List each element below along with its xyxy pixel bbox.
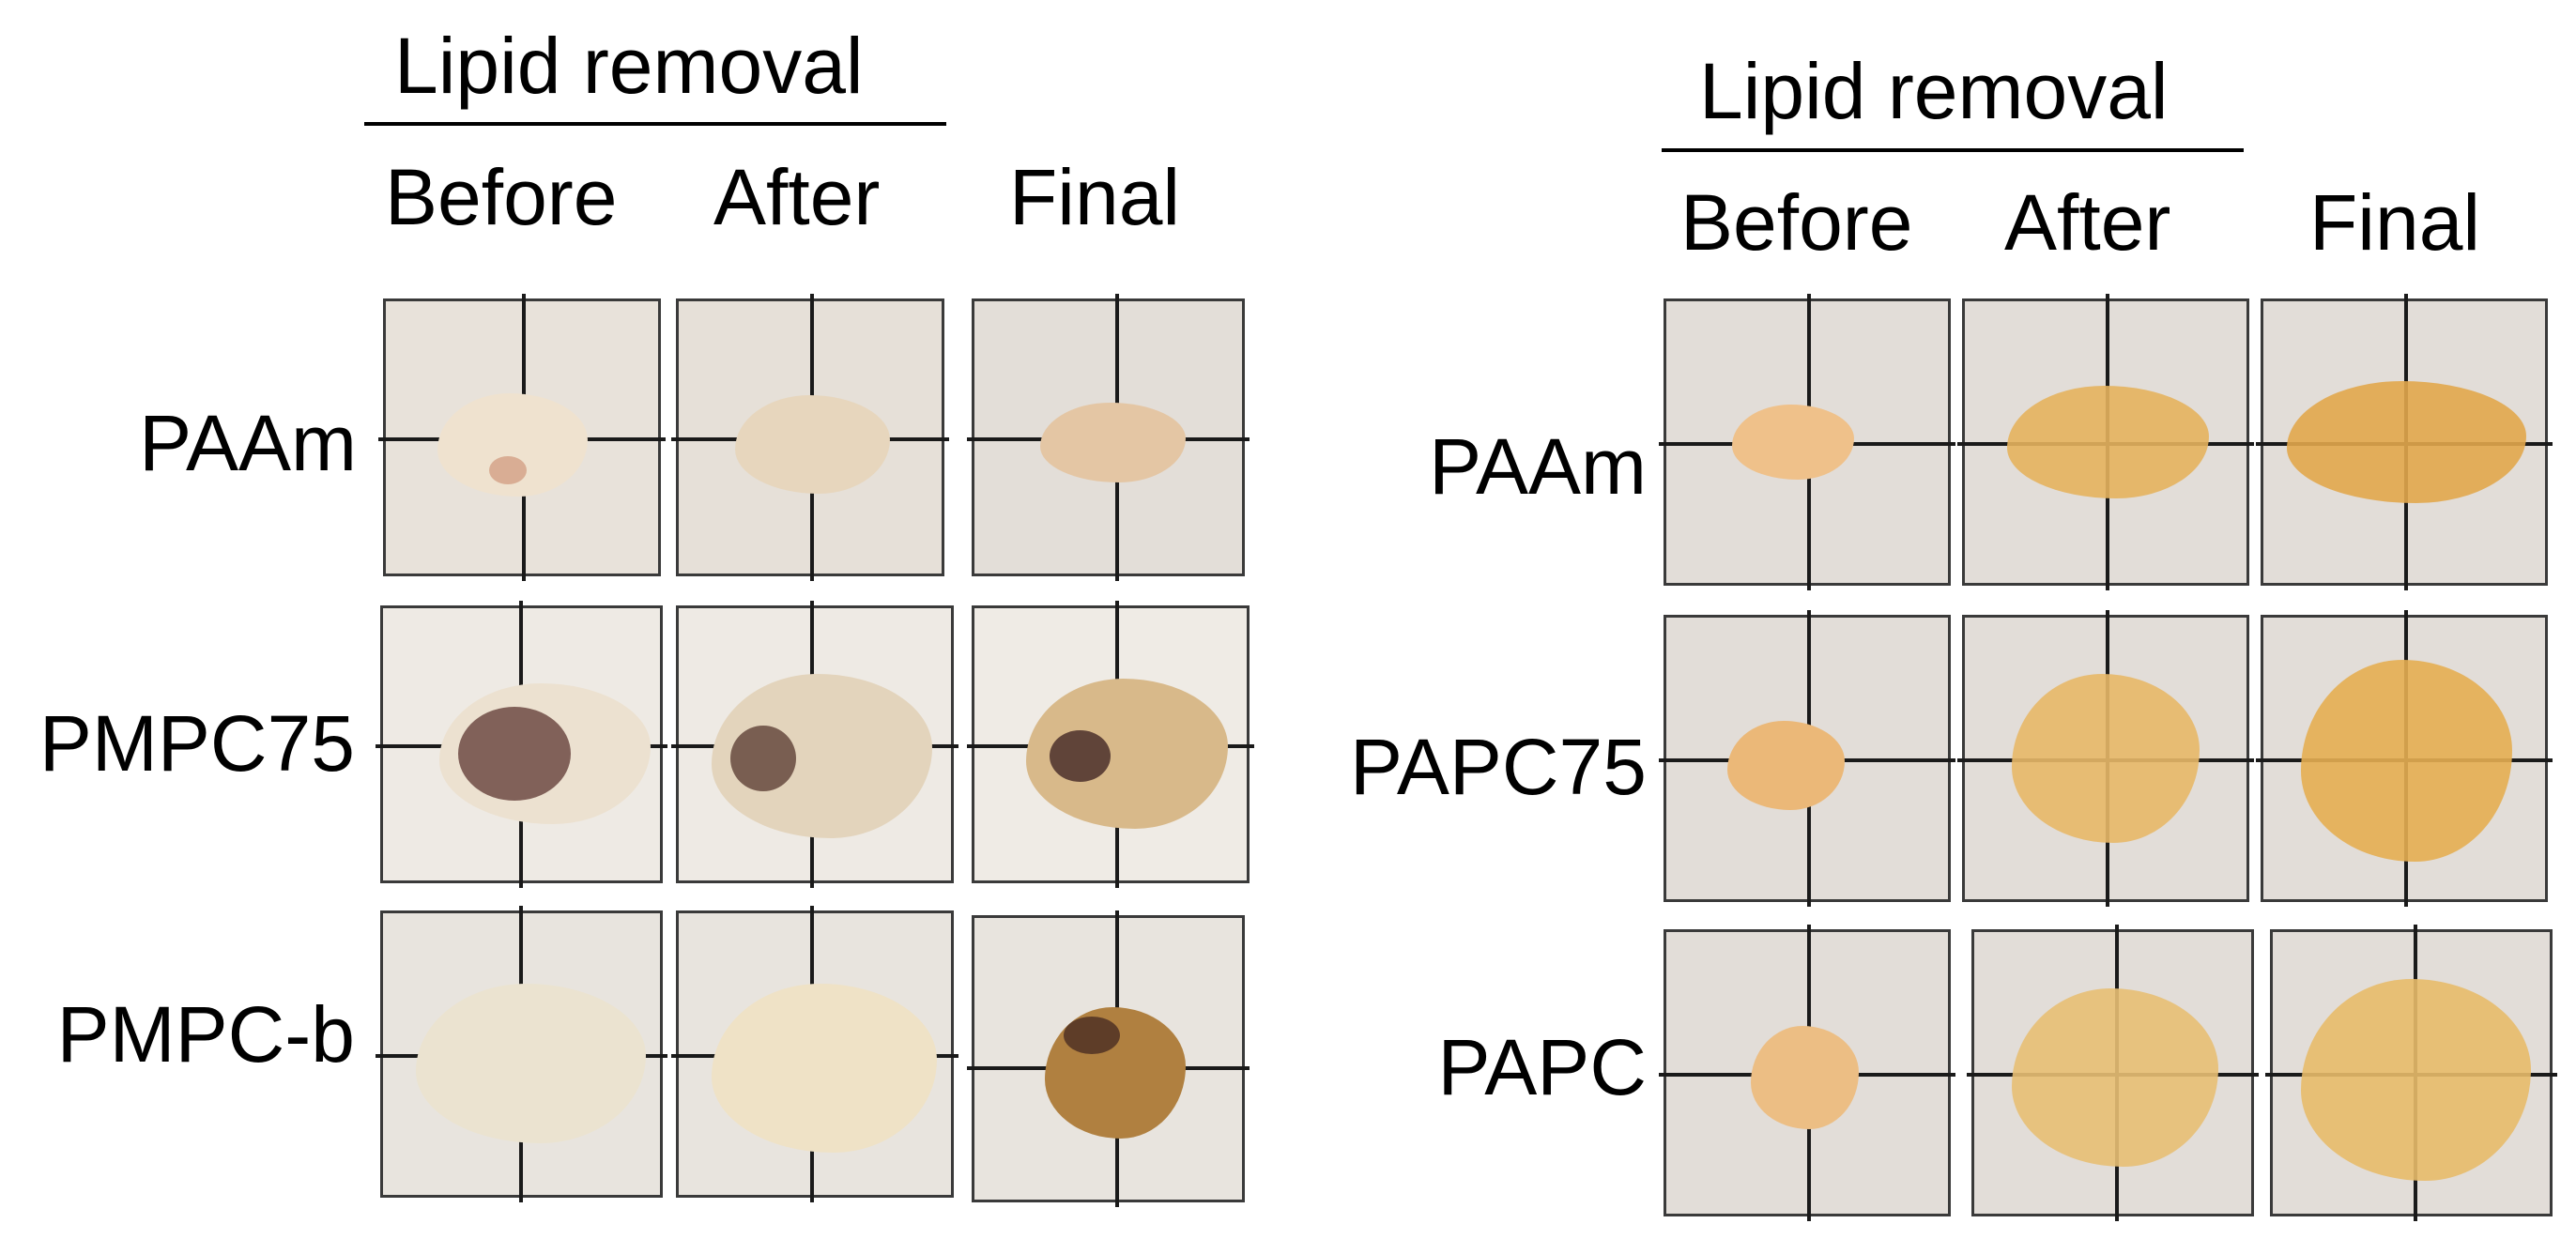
sample-photo-left-paam-before (378, 294, 666, 581)
left-row-label-pmpc75: PMPC75 (38, 699, 355, 788)
sample-photo-left-pmpc-b-final (967, 910, 1250, 1207)
right-group-rule (1662, 148, 2244, 152)
sample-photo-left-pmpc-b-after (671, 906, 958, 1202)
right-group-title: Lipid removal (1699, 47, 2169, 135)
sample-photo-right-paam-before (1659, 294, 1955, 590)
left-row-label-paam: PAAm (139, 399, 357, 487)
sample-photo-left-pmpc-b-before (376, 906, 667, 1202)
left-row-label-pmpc-b: PMPC-b (56, 990, 355, 1078)
sample-photo-left-pmpc75-after (671, 601, 958, 888)
right-row-label-papc: PAPC (1437, 1023, 1647, 1111)
right-col-before: Before (1680, 178, 1913, 267)
sample-photo-left-paam-after (671, 294, 949, 581)
sample-photo-left-paam-final (967, 294, 1250, 581)
sample-photo-right-papc75-before (1659, 610, 1955, 907)
right-row-label-papc75: PAPC75 (1350, 723, 1647, 811)
left-col-before: Before (385, 153, 618, 241)
left-group-rule (364, 122, 946, 126)
right-row-label-paam: PAAm (1429, 422, 1647, 511)
sample-photo-right-papc-final (2265, 925, 2557, 1221)
left-group-title: Lipid removal (394, 22, 864, 110)
sample-photo-right-paam-final (2256, 294, 2553, 590)
right-col-final: Final (2309, 178, 2481, 267)
sample-photo-right-papc75-after (1957, 610, 2254, 907)
sample-photo-left-pmpc75-before (376, 601, 667, 888)
right-col-after: After (2004, 178, 2171, 267)
sample-photo-right-papc-after (1967, 925, 2259, 1221)
left-col-final: Final (1009, 153, 1181, 241)
sample-photo-right-papc75-final (2256, 610, 2553, 907)
left-col-after: After (713, 153, 881, 241)
sample-photo-right-papc-before (1659, 925, 1955, 1221)
sample-photo-right-paam-after (1957, 294, 2254, 590)
sample-photo-left-pmpc75-final (967, 601, 1254, 888)
